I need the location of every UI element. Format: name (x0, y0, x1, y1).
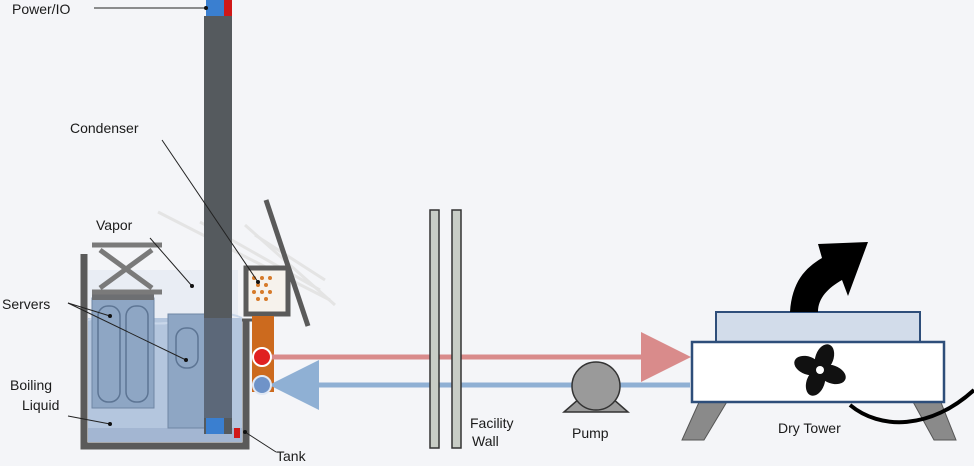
liquid-bottom (88, 428, 242, 442)
power-connector-blue (206, 0, 224, 16)
label-power-io: Power/IO (12, 1, 70, 17)
label-facility: Facility (470, 415, 514, 431)
label-boiling: Boiling (10, 377, 52, 393)
lift-scissor (92, 242, 162, 295)
label-servers: Servers (2, 296, 50, 312)
curved-arrow-icon (790, 242, 974, 425)
column-lower (204, 318, 232, 418)
label-condenser: Condenser (70, 120, 139, 136)
hot-valve (252, 347, 272, 367)
label-liquid: Liquid (22, 397, 59, 413)
label-wall: Wall (472, 433, 499, 449)
column-foot-red (234, 428, 240, 438)
power-connector-red (224, 0, 232, 16)
cold-valve (252, 375, 272, 395)
tank-lid (263, 199, 311, 327)
label-pump: Pump (572, 425, 609, 441)
pump-icon (562, 361, 630, 413)
label-tank: Tank (276, 448, 307, 464)
column-foot-blue (206, 418, 224, 434)
server-left (91, 292, 155, 409)
label-vapor: Vapor (96, 217, 133, 233)
leader-dots (108, 6, 260, 434)
condenser-unit (243, 265, 291, 317)
label-dry-tower: Dry Tower (778, 420, 841, 436)
leader-lines (67, 7, 277, 453)
fan-icon (794, 344, 846, 396)
facility-wall (429, 209, 462, 449)
